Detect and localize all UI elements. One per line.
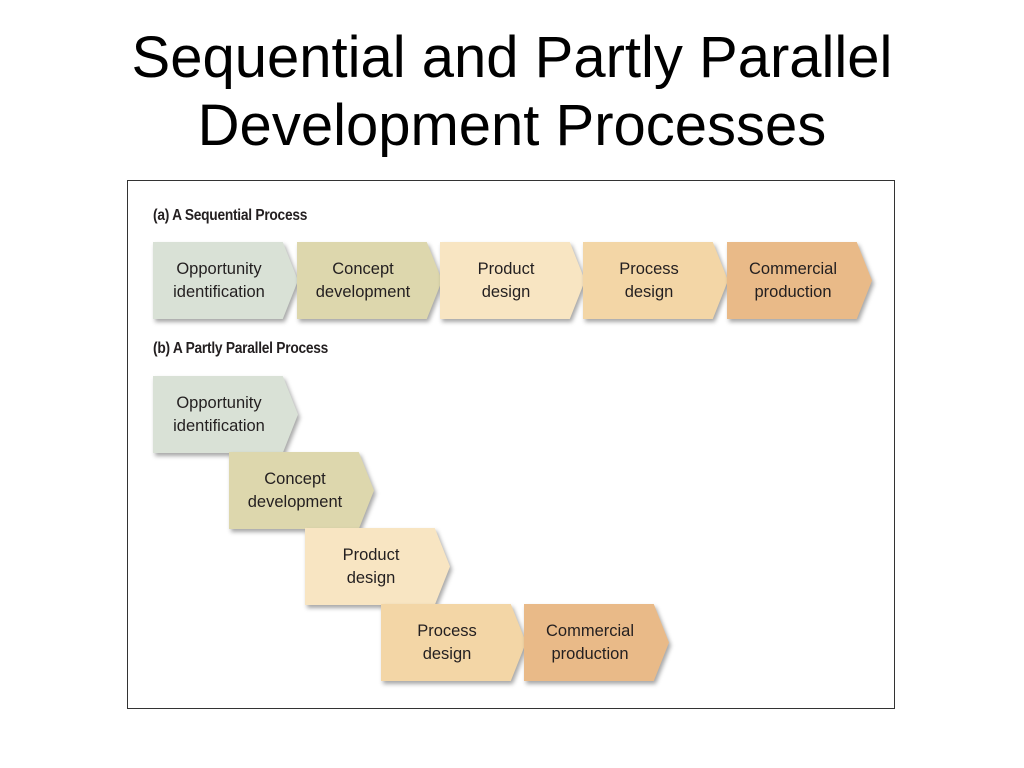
- chevron-shape: [229, 452, 374, 529]
- par-step-concept-development: Concept development: [229, 452, 374, 529]
- seq-step-opportunity-identification: Opportunity identification: [153, 242, 298, 319]
- parallel-process-label: (b) A Partly Parallel Process: [153, 340, 329, 357]
- step-label: Opportunity identification: [173, 259, 265, 301]
- chevron-shape: [297, 242, 442, 319]
- chevron-shape: [381, 604, 526, 681]
- slide-title: Sequential and Partly Parallel Developme…: [0, 24, 1024, 160]
- chevron-shape: [153, 242, 298, 319]
- seq-step-commercial-production: Commercial production: [727, 242, 872, 319]
- seq-step-process-design: Process design: [583, 242, 728, 319]
- seq-step-product-design: Product design: [440, 242, 585, 319]
- step-label: Opportunity identification: [173, 393, 265, 435]
- chevron-shape: [583, 242, 728, 319]
- step-label: Concept development: [247, 469, 343, 511]
- par-step-process-design: Process design: [381, 604, 526, 681]
- sequential-process-label: (a) A Sequential Process: [153, 207, 308, 224]
- step-label: Commercial production: [545, 621, 634, 663]
- step-label: Process design: [417, 621, 477, 663]
- step-label: Commercial production: [748, 259, 837, 301]
- step-label: Product design: [477, 259, 535, 301]
- step-label: Process design: [619, 259, 679, 301]
- seq-step-concept-development: Concept development: [297, 242, 442, 319]
- par-step-commercial-production: Commercial production: [524, 604, 669, 681]
- title-line-1: Sequential and Partly Parallel: [131, 25, 893, 90]
- chevron-shape: [440, 242, 585, 319]
- step-label: Product design: [342, 545, 400, 587]
- chevron-shape: [524, 604, 669, 681]
- chevron-shape: [153, 376, 298, 453]
- title-line-2: Development Processes: [197, 93, 827, 158]
- par-step-opportunity-identification: Opportunity identification: [153, 376, 298, 453]
- par-step-product-design: Product design: [305, 528, 450, 605]
- step-label: Concept development: [315, 259, 411, 301]
- chevron-shape: [305, 528, 450, 605]
- chevron-shape: [727, 242, 872, 319]
